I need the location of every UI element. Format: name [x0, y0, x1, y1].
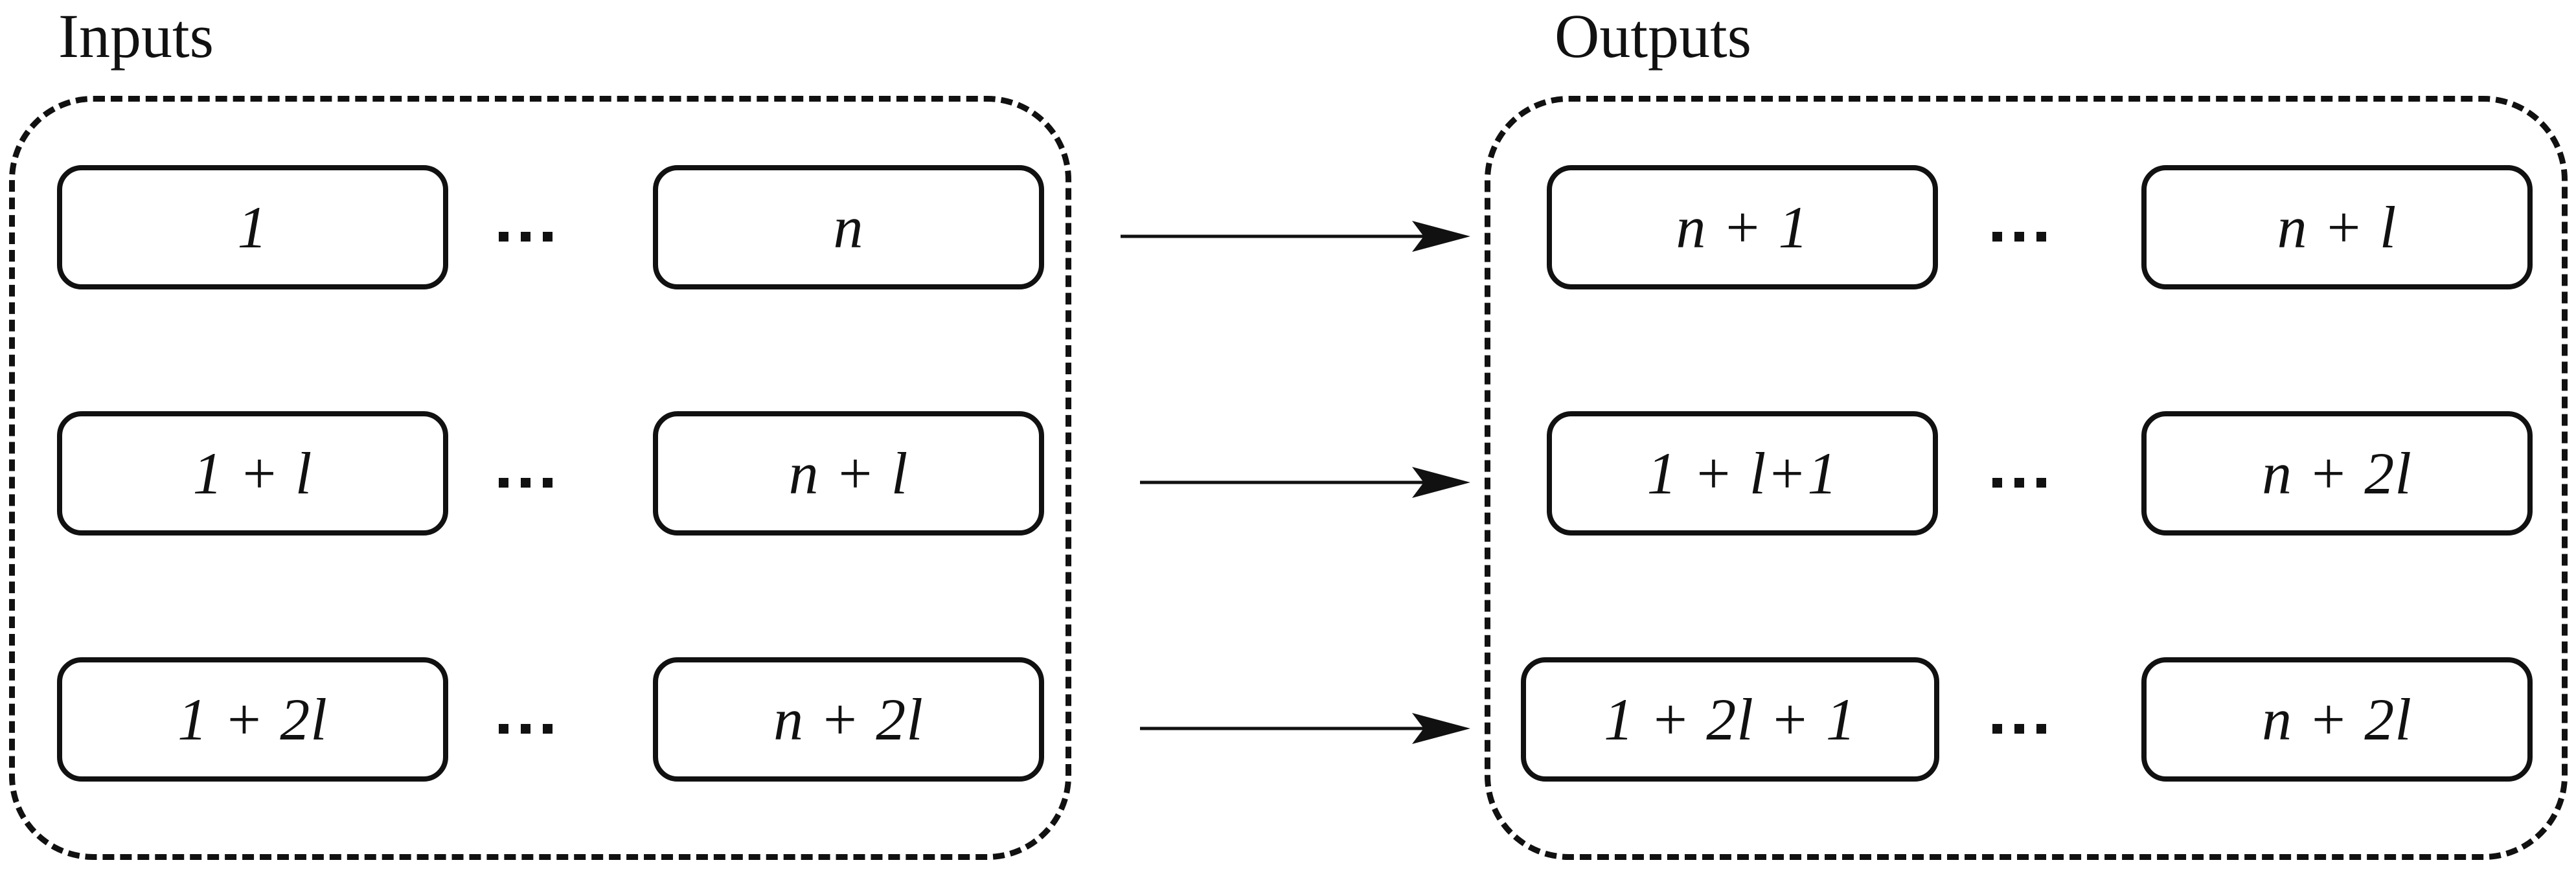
output-ellipsis-r3	[1992, 724, 2046, 734]
inputs-group-container	[9, 96, 1071, 860]
arrow-row-2	[1140, 463, 1470, 502]
input-cell-r3-first[interactable]: 1 + 2l	[57, 657, 448, 782]
input-ellipsis-r2	[499, 478, 553, 488]
output-cell-r3-first[interactable]: 1 + 2l + 1	[1521, 657, 1939, 782]
input-cell-r2-last-label: n + l	[788, 440, 909, 506]
output-cell-r3-first-label: 1 + 2l + 1	[1604, 686, 1856, 752]
output-cell-r1-last[interactable]: n + l	[2141, 165, 2533, 289]
arrow-row-3	[1140, 709, 1470, 748]
output-ellipsis-r1	[1992, 232, 2046, 242]
input-ellipsis-r3	[499, 724, 553, 734]
output-cell-r1-first-label: n + 1	[1676, 194, 1809, 260]
input-cell-r1-first-label: 1	[237, 194, 268, 260]
output-cell-r2-first-label: 1 + l+1	[1647, 440, 1838, 506]
outputs-group-label: Outputs	[1555, 1, 1752, 71]
input-ellipsis-r1	[499, 232, 553, 242]
output-cell-r2-last-label: n + 2l	[2262, 440, 2412, 506]
arrow-row-1	[1121, 217, 1470, 256]
input-cell-r2-first[interactable]: 1 + l	[57, 411, 448, 536]
input-cell-r1-last-label: n	[833, 194, 864, 260]
inputs-group-label: Inputs	[58, 1, 214, 71]
input-cell-r3-first-label: 1 + 2l	[177, 686, 328, 752]
input-cell-r2-first-label: 1 + l	[192, 440, 313, 506]
input-cell-r3-last[interactable]: n + 2l	[653, 657, 1044, 782]
input-cell-r1-first[interactable]: 1	[57, 165, 448, 289]
output-ellipsis-r2	[1992, 478, 2046, 488]
output-cell-r2-first[interactable]: 1 + l+1	[1547, 411, 1938, 536]
output-cell-r2-last[interactable]: n + 2l	[2141, 411, 2533, 536]
outputs-group-container	[1485, 96, 2568, 860]
input-cell-r3-last-label: n + 2l	[773, 686, 924, 752]
output-cell-r1-first[interactable]: n + 1	[1547, 165, 1938, 289]
output-cell-r3-last-label: n + 2l	[2262, 686, 2412, 752]
output-cell-r3-last[interactable]: n + 2l	[2141, 657, 2533, 782]
output-cell-r1-last-label: n + l	[2277, 194, 2397, 260]
input-cell-r1-last[interactable]: n	[653, 165, 1044, 289]
input-cell-r2-last[interactable]: n + l	[653, 411, 1044, 536]
